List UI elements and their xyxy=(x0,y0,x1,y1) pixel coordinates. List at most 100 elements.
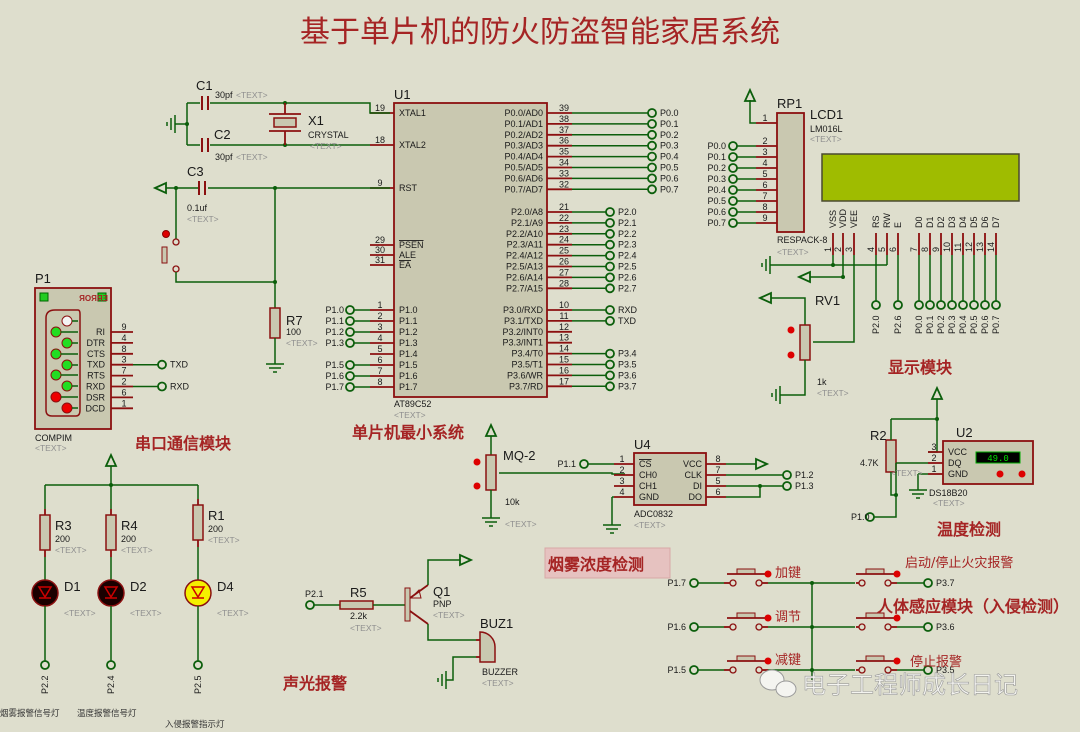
terminal-icon[interactable] xyxy=(345,316,355,326)
terminal-icon[interactable] xyxy=(345,360,355,370)
module-title-serial: 串口通信模块 xyxy=(135,434,232,453)
terminal-icon[interactable] xyxy=(647,162,657,173)
terminal-icon[interactable] xyxy=(958,300,968,310)
gas-sensor-mq2[interactable] xyxy=(485,454,497,491)
terminal-icon[interactable] xyxy=(647,119,657,129)
button-indicator-icon[interactable] xyxy=(893,657,901,665)
terminal-icon[interactable] xyxy=(605,370,615,381)
terminal-icon[interactable] xyxy=(345,305,355,315)
pin-name: RXD xyxy=(86,382,106,392)
increase-icon[interactable] xyxy=(787,326,795,334)
terminal-icon[interactable] xyxy=(689,622,699,632)
terminal-icon[interactable] xyxy=(925,300,935,310)
decrease-icon[interactable] xyxy=(787,351,795,359)
terminal-icon[interactable] xyxy=(728,218,738,228)
terminal-icon[interactable] xyxy=(157,381,167,392)
terminal-icon[interactable] xyxy=(782,481,792,491)
terminal-icon[interactable] xyxy=(865,512,875,522)
terminal-icon[interactable] xyxy=(689,665,699,675)
terminal-icon[interactable] xyxy=(647,173,657,184)
terminal-icon[interactable] xyxy=(689,578,699,588)
terminal-icon[interactable] xyxy=(728,174,738,184)
crystal-x1[interactable] xyxy=(273,117,297,128)
terminal-icon[interactable] xyxy=(605,239,615,250)
terminal-icon[interactable] xyxy=(893,300,903,310)
terminal-icon[interactable] xyxy=(871,300,881,310)
terminal-icon[interactable] xyxy=(345,371,355,381)
terminal-icon[interactable] xyxy=(647,140,657,151)
terminal-icon[interactable] xyxy=(969,300,979,310)
pin-number: 7 xyxy=(377,366,382,376)
button-indicator-icon[interactable] xyxy=(764,614,772,622)
resistor-r3[interactable] xyxy=(39,514,51,551)
pin-name: VCC xyxy=(948,447,968,457)
terminal-icon[interactable] xyxy=(728,196,738,206)
pin-number: 9 xyxy=(377,178,382,188)
resistor-r1[interactable] xyxy=(192,504,204,541)
terminal-icon[interactable] xyxy=(647,184,657,195)
terminal-icon[interactable] xyxy=(345,382,355,392)
terminal-icon[interactable] xyxy=(782,470,792,480)
resistor-r7[interactable] xyxy=(269,307,281,339)
button-indicator-icon[interactable] xyxy=(893,614,901,622)
terminal-icon[interactable] xyxy=(345,338,355,348)
terminal-icon[interactable] xyxy=(605,207,615,217)
terminal-icon[interactable] xyxy=(991,300,1001,310)
terminal-icon[interactable] xyxy=(605,283,615,294)
terminal-icon[interactable] xyxy=(605,261,615,272)
terminal-icon[interactable] xyxy=(605,315,615,326)
terminal-icon[interactable] xyxy=(345,327,355,337)
terminal-icon[interactable] xyxy=(605,228,615,239)
net-label: RXD xyxy=(170,382,190,392)
pin-number: 2 xyxy=(931,453,936,463)
terminal-icon[interactable] xyxy=(936,300,946,310)
terminal-icon[interactable] xyxy=(728,185,738,195)
terminal-icon[interactable] xyxy=(605,348,615,359)
terminal-icon[interactable] xyxy=(605,305,615,315)
terminal-icon[interactable] xyxy=(579,459,589,469)
terminal-icon[interactable] xyxy=(923,578,933,588)
decrease-icon[interactable] xyxy=(473,482,481,490)
terminal-icon[interactable] xyxy=(605,359,615,370)
button-indicator-icon[interactable] xyxy=(764,657,772,665)
terminal-icon[interactable] xyxy=(40,660,50,670)
button-indicator-icon[interactable] xyxy=(893,570,901,578)
resistor-pack-rp1[interactable] xyxy=(776,112,805,233)
terminal-icon[interactable] xyxy=(157,359,167,370)
buzzer-buz1[interactable] xyxy=(479,631,496,663)
terminal-icon[interactable] xyxy=(647,129,657,140)
terminal-icon[interactable] xyxy=(647,151,657,162)
terminal-icon[interactable] xyxy=(728,163,738,173)
resistor-r5[interactable] xyxy=(339,600,374,610)
resistor-r4[interactable] xyxy=(105,514,117,551)
terminal-icon[interactable] xyxy=(605,217,615,228)
terminal-icon[interactable] xyxy=(605,381,615,392)
transistor-q1[interactable] xyxy=(404,587,411,622)
mcu-chip-body[interactable] xyxy=(393,102,548,398)
terminal-icon[interactable] xyxy=(923,622,933,632)
terminal-icon[interactable] xyxy=(728,141,738,151)
terminal-icon[interactable] xyxy=(914,300,924,310)
potentiometer-rv1[interactable] xyxy=(799,324,811,361)
terminal-icon[interactable] xyxy=(728,152,738,162)
terminal-icon[interactable] xyxy=(305,600,315,610)
terminal-icon[interactable] xyxy=(980,300,990,310)
increase-icon[interactable] xyxy=(473,458,481,466)
pin-state-led-icon xyxy=(61,315,73,327)
increase-temp-icon[interactable] xyxy=(1018,470,1026,478)
terminal-icon[interactable] xyxy=(106,660,116,670)
terminal-icon[interactable] xyxy=(923,665,933,675)
button-indicator-icon[interactable] xyxy=(764,570,772,578)
reset-button-indicator-icon[interactable] xyxy=(162,230,170,238)
reset-button[interactable] xyxy=(161,246,168,264)
terminal-icon[interactable] xyxy=(647,108,657,118)
pin-number: 6 xyxy=(377,355,382,365)
terminal-icon[interactable] xyxy=(605,272,615,283)
terminal-icon[interactable] xyxy=(605,250,615,261)
adc-chip-u4[interactable] xyxy=(633,452,707,506)
terminal-icon[interactable] xyxy=(193,660,203,670)
terminal-icon[interactable] xyxy=(947,300,957,310)
decrease-temp-icon[interactable] xyxy=(996,470,1004,478)
terminal-icon[interactable] xyxy=(728,207,738,217)
placeholder-text: <TEXT> xyxy=(208,535,240,545)
